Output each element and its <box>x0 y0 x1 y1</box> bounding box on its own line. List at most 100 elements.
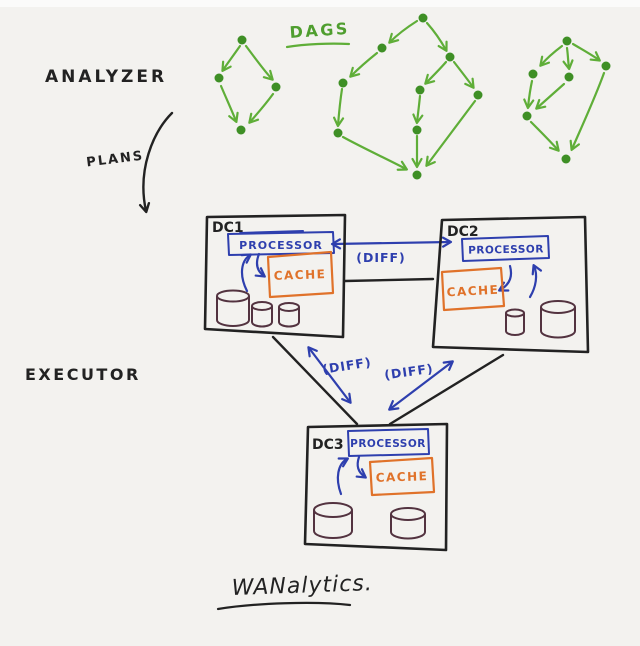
diff-arrow-dc1-dc2 <box>330 236 453 250</box>
dag-node-icon <box>528 69 538 79</box>
scan-artifact <box>0 0 640 7</box>
dag2-edge <box>388 19 419 44</box>
dag2-edge <box>425 99 477 167</box>
dag-node-icon <box>338 78 348 88</box>
database-cylinder-icon <box>278 307 300 328</box>
dag-node-icon <box>377 43 387 53</box>
dag-node-icon <box>271 82 281 92</box>
dag3-edge <box>569 71 606 152</box>
dc1-label: DC1 <box>212 220 244 236</box>
dag1-edge <box>219 84 239 124</box>
database-cylinder-icon <box>278 302 300 312</box>
dag3-edge <box>535 82 566 110</box>
dc1-cache-label: CACHE <box>273 267 326 283</box>
dag1-nodes <box>214 35 281 135</box>
analyzer-label: ANALYZER <box>45 67 167 87</box>
database-cylinder-icon <box>540 300 576 314</box>
diff-link-dc1-dc2: (DIFF) <box>330 236 453 265</box>
dag3-edge <box>529 120 560 152</box>
database-cylinder-icon <box>313 502 353 518</box>
database-cylinder-icon <box>216 289 250 303</box>
dag3-nodes <box>522 36 611 164</box>
diff-arrow-dc1-dc3 <box>307 346 352 404</box>
database-cylinder-icon <box>251 301 273 311</box>
database-cylinder-icon <box>313 510 353 539</box>
dc1-databases <box>216 289 300 328</box>
dc2-processor-box <box>461 235 550 262</box>
dc3-cache-box <box>368 456 436 497</box>
dc1-cache-box <box>266 250 335 299</box>
dc2-databases <box>505 300 576 339</box>
dag-node-icon <box>473 90 483 100</box>
dc1-processor-to-cache-arrow <box>254 252 266 278</box>
dag3-edge <box>562 46 574 71</box>
dag-node-icon <box>412 125 422 135</box>
dag2-edge <box>332 87 345 128</box>
dag-graph-3 <box>522 36 611 164</box>
dag2-edge <box>341 135 408 171</box>
dag3-edge <box>523 79 535 110</box>
title-group: WANalytics. <box>216 571 373 611</box>
database-cylinder-icon <box>505 313 525 336</box>
dag3-edge <box>539 44 564 67</box>
dc3-label: DC3 <box>312 437 344 453</box>
dag2-edge <box>412 94 424 125</box>
dag-node-icon <box>562 36 572 46</box>
dag2-edge <box>349 51 379 78</box>
datacenter-dc2: DC2 PROCESSOR CACHE <box>431 215 590 354</box>
dc2-processor-label: PROCESSOR <box>468 243 544 256</box>
dc1-box <box>203 213 347 339</box>
dags-title: DAGS <box>289 19 351 42</box>
executor-label: EXECUTOR <box>25 365 141 384</box>
diff-label-dc2-dc3: (DIFF) <box>383 361 434 383</box>
dag-node-icon <box>564 72 574 82</box>
dc2-cache-label: CACHE <box>446 283 499 300</box>
dc2-db-to-processor-arrow <box>528 263 543 299</box>
dag-node-icon <box>522 111 532 121</box>
diff-label-dc1-dc2: (DIFF) <box>356 250 406 265</box>
dag-node-icon <box>415 85 425 95</box>
title-underline <box>216 601 352 611</box>
dc2-box <box>431 215 590 354</box>
dag-node-icon <box>412 170 422 180</box>
plans-label: PLANS <box>86 149 146 171</box>
dag3-edge <box>571 42 601 62</box>
connector-dc1-dc3 <box>271 335 359 426</box>
dag1-edge <box>244 44 274 81</box>
database-cylinder-icon <box>216 296 250 327</box>
dc1-processor-label: PROCESSOR <box>239 239 323 252</box>
datacenter-dc1: DC1 PROCESSOR CACHE <box>203 213 347 339</box>
dc1-db-to-processor-arrow <box>240 253 252 293</box>
database-cylinder-icon <box>540 307 576 339</box>
dag-node-icon <box>561 154 571 164</box>
dag-node-icon <box>418 13 428 23</box>
dc2-label: DC2 <box>447 224 479 240</box>
dc1-processor-box <box>227 231 335 256</box>
dag-node-icon <box>214 73 224 83</box>
dc3-cache-label: CACHE <box>375 469 428 485</box>
dag-node-icon <box>333 128 343 138</box>
database-cylinder-icon <box>505 308 525 318</box>
dc3-processor-box <box>347 428 430 457</box>
plans-arrow <box>138 111 174 214</box>
dag-node-icon <box>601 61 611 71</box>
dag2-nodes <box>333 13 483 180</box>
dag-graph-1 <box>214 35 281 135</box>
dag1-edge <box>248 92 275 124</box>
dag2-edge <box>452 60 475 89</box>
diff-link-dc2-dc3: (DIFF) <box>383 360 454 411</box>
dag-node-icon <box>445 52 455 62</box>
diff-label-dc1-dc3: (DIFF) <box>321 354 372 377</box>
database-cylinder-icon <box>390 514 426 540</box>
database-cylinder-icon <box>390 507 426 521</box>
database-cylinder-icon <box>251 306 273 328</box>
dag-graph-2 <box>332 13 483 180</box>
dc3-box <box>303 422 449 552</box>
datacenter-dc3: DC3 PROCESSOR CACHE <box>303 422 449 552</box>
dag2-edge <box>424 60 448 85</box>
dc3-databases <box>313 502 426 540</box>
diff-link-dc1-dc3: (DIFF) <box>307 346 373 404</box>
dags-underline <box>285 42 351 49</box>
